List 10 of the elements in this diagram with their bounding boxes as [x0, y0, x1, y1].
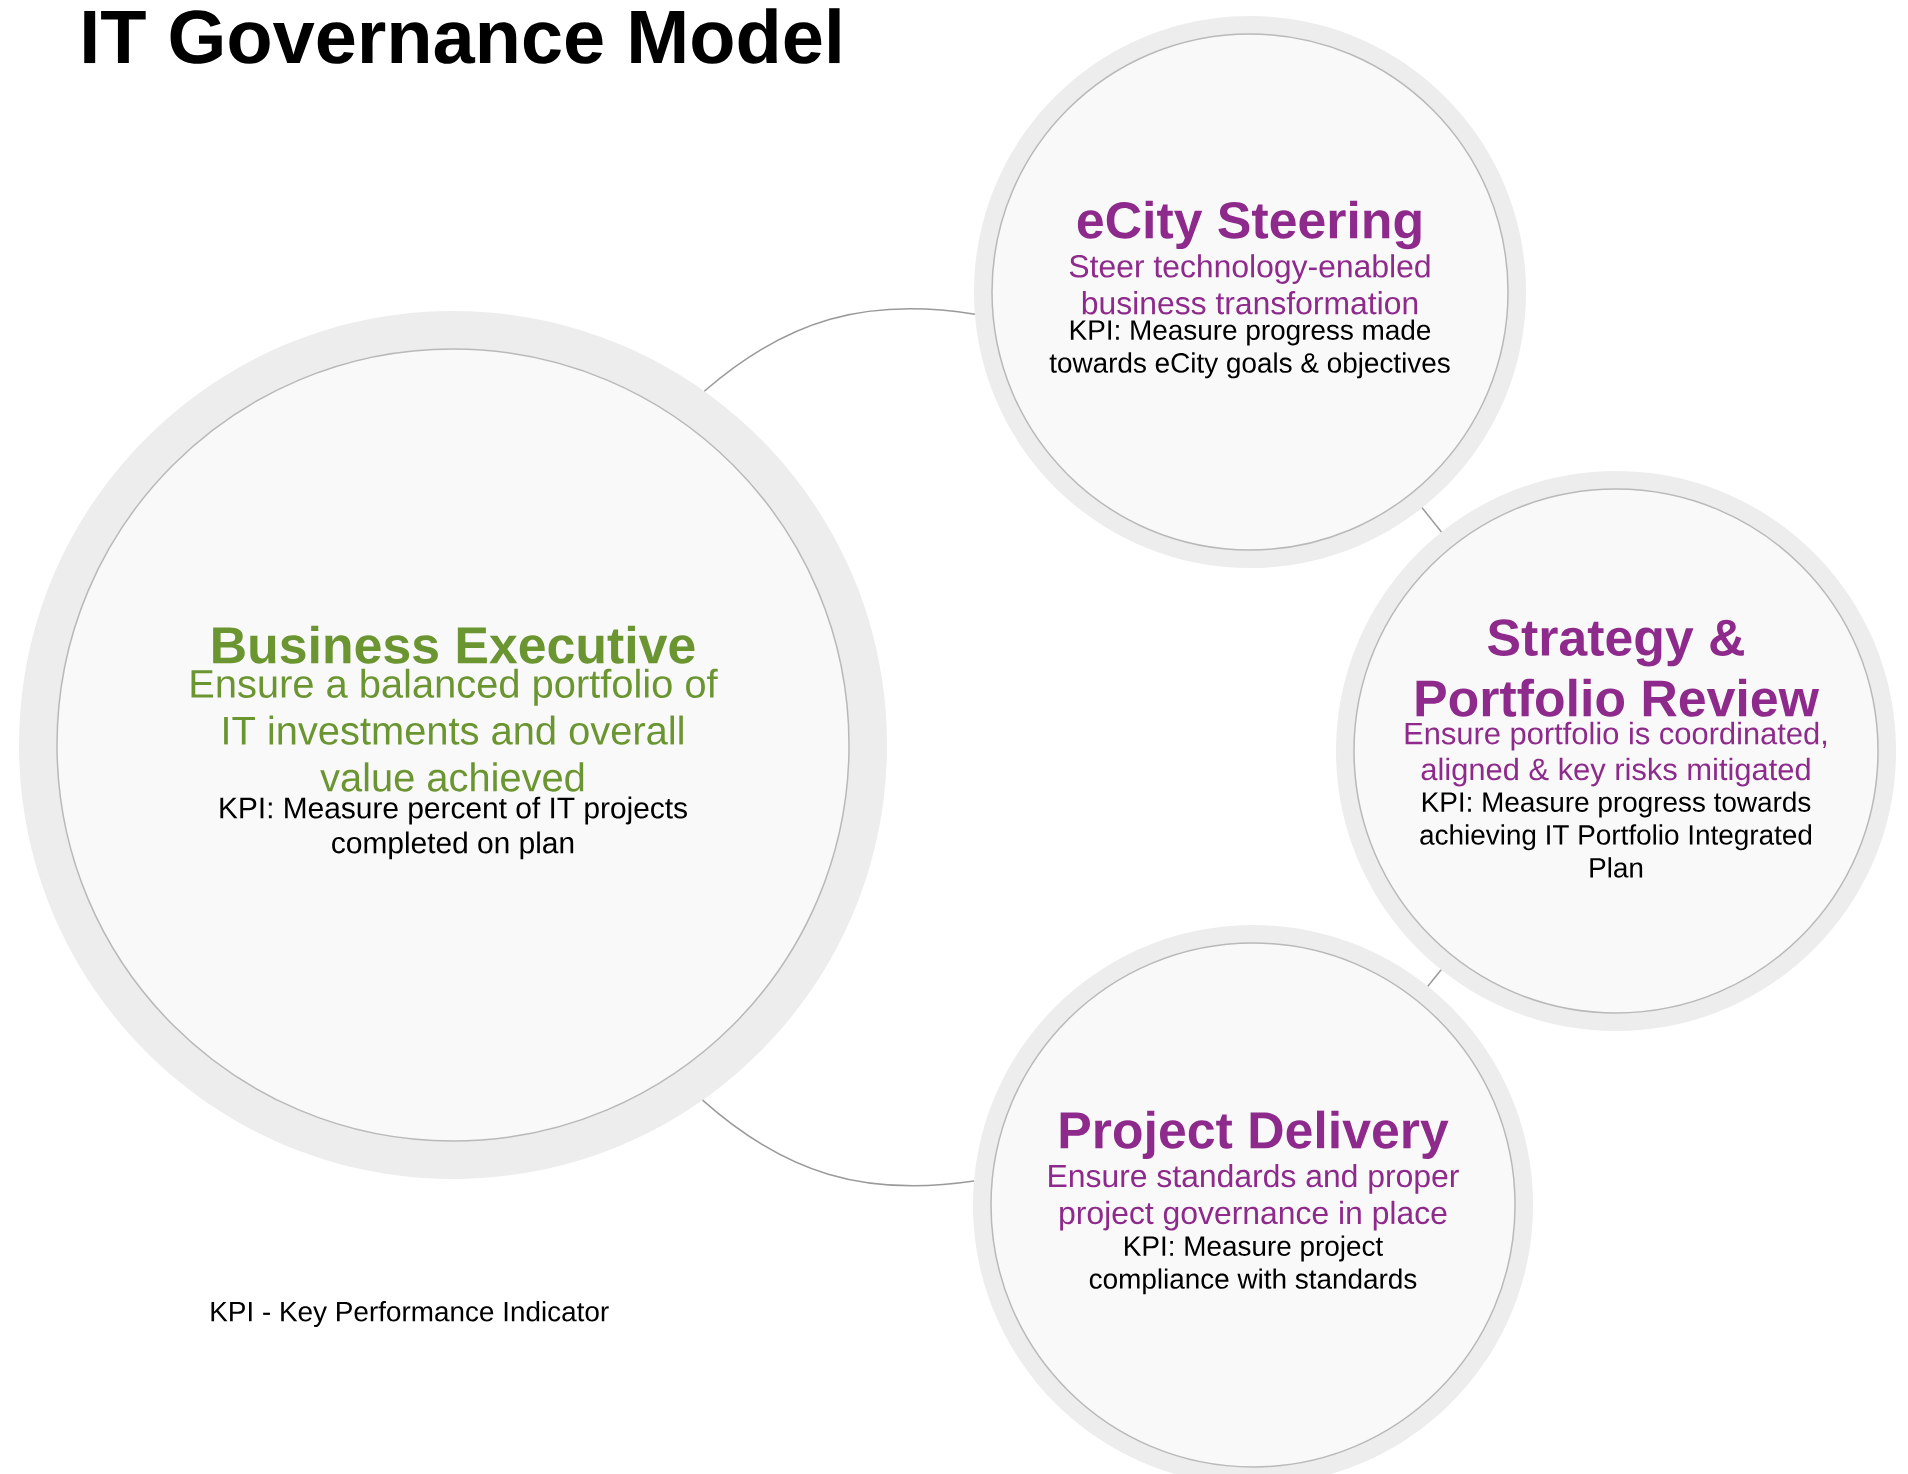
circle-node: Strategy & Portfolio Review Ensure portfolio is coordinated, aligned & key risks mitigated KPI: Measure progress towards achieving IT Portfolio Integrated Plan [1353, 488, 1879, 1014]
circle-node: eCity Steering Steer technology-enabled business transformation KPI: Measure progress made towards eCity goals & objectives [991, 33, 1509, 551]
title: IT Governance Model [84, 8, 840, 64]
connector-line [703, 308, 976, 392]
footnote: KPI - Key Performance Indicator [211, 1301, 609, 1327]
connector-line [701, 1099, 975, 1187]
circle-node: Business Executive Ensure a balanced portfolio of IT investments and overall value achieved KPI: Measure percent of IT projects completed on plan [56, 348, 850, 1142]
connector-line [1421, 507, 1443, 533]
connector-line [1427, 968, 1442, 988]
circle-node: Project Delivery Ensure standards and proper project governance in place KPI: Measure project compliance with standards [990, 942, 1516, 1468]
